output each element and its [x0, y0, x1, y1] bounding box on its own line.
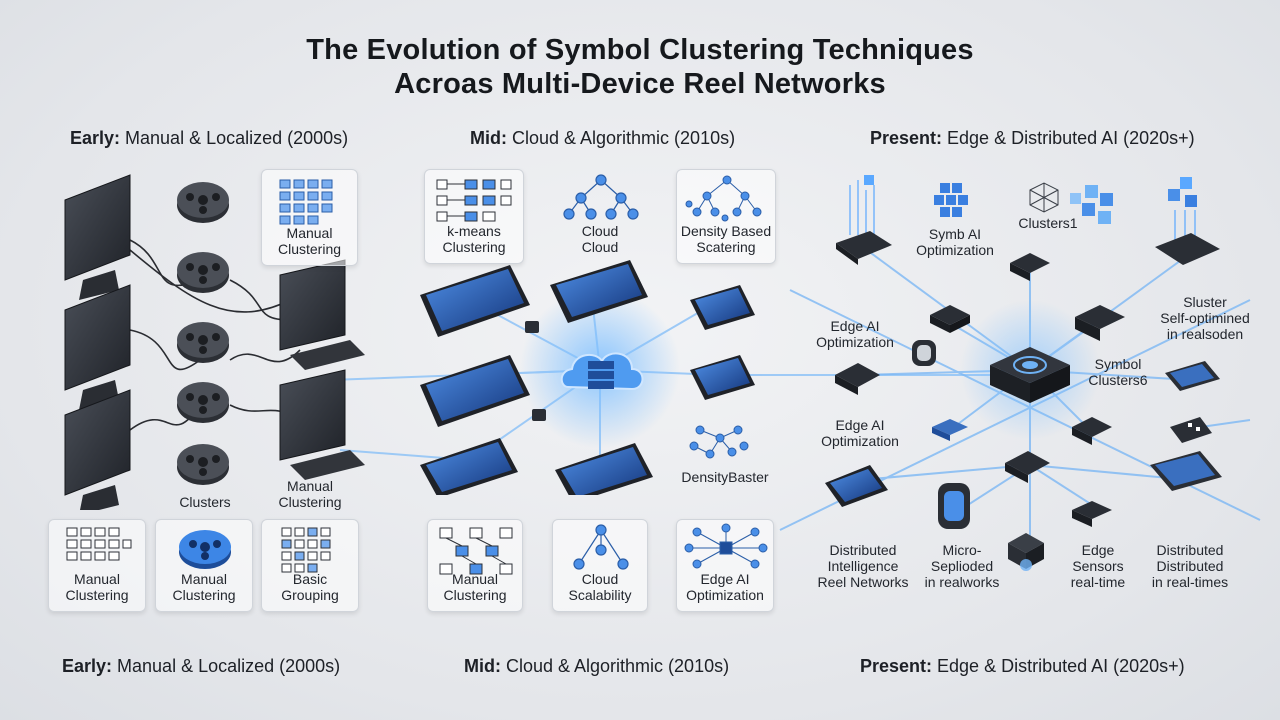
label-clusters: Clusters [179, 494, 231, 510]
monitor-icon [279, 369, 365, 480]
present-devices [825, 175, 1222, 571]
film-reel-icon [177, 444, 229, 485]
phone-icon [690, 355, 755, 400]
sensor-cube-icon [1008, 533, 1044, 571]
era-early-bottom: Early: Manual & Localized (2000s) [62, 656, 341, 676]
wearable-icon [938, 483, 970, 529]
chip-node-icon [1072, 417, 1112, 445]
screen-device-icon [1170, 417, 1212, 443]
chip-node-icon [932, 419, 968, 441]
data-tower-icon [1155, 177, 1220, 265]
tablet-icon [420, 355, 530, 427]
hierarchy-icon [439, 527, 513, 575]
tree-icon [573, 524, 629, 570]
era-mid-top: Mid: Cloud & Algorithmic (2010s) [470, 128, 736, 148]
node-chip-icon [525, 321, 539, 333]
monitor-icon [64, 284, 131, 410]
label-clusters1: Clusters1 [1018, 215, 1078, 231]
chip-node-icon [1005, 451, 1050, 483]
screen-device-icon [1150, 451, 1222, 491]
chip-node-icon [1010, 253, 1050, 281]
monitor-icon [279, 259, 365, 370]
monitor-icon [64, 389, 131, 510]
flow-grid-icon [436, 179, 512, 222]
era-present-top: Present: Edge & Distributed AI (2020s+) [870, 128, 1195, 148]
node-chip-icon [532, 409, 546, 421]
mesh-network-icon [684, 523, 768, 569]
chip-node-icon [835, 363, 880, 395]
early-devices [64, 174, 365, 510]
central-hub-icon [990, 347, 1070, 403]
title-line-2: Acroas Multi-Device Reel Networks [394, 68, 886, 100]
label-densitybaster: DensityBaster [681, 469, 769, 485]
screen-device-icon [1165, 361, 1220, 391]
monitor-icon [64, 174, 131, 300]
title-line-1: The Evolution of Symbol Clustering Techn… [306, 34, 974, 66]
wireframe-cube-icon [1029, 182, 1059, 213]
tablet-icon [825, 465, 888, 507]
glowing-cubes-icon [1070, 185, 1113, 224]
density-tree-icon [685, 175, 762, 222]
chip-node-icon [1072, 501, 1112, 527]
cloud-server-icon [560, 352, 644, 391]
film-reel-icon [177, 182, 229, 223]
grouping-grid-icon [281, 527, 331, 573]
phone-icon [690, 285, 755, 330]
film-reel-icon [177, 322, 229, 363]
chip-node-icon [1075, 305, 1125, 341]
chip-node-icon [930, 305, 970, 333]
density-network-icon [689, 425, 749, 459]
tree-cluster-icon [563, 174, 639, 220]
tablet-icon [420, 265, 530, 337]
tablet-icon [555, 443, 653, 495]
grid-cluster-icon [66, 527, 132, 561]
mid-devices [420, 260, 755, 495]
data-tower-icon [836, 175, 892, 265]
tablet-icon [420, 438, 518, 495]
era-early-top: Early: Manual & Localized (2000s) [70, 128, 349, 148]
cube-cluster-icon [934, 183, 968, 217]
grid-cluster-icon [279, 179, 333, 225]
ring-device-icon [912, 340, 936, 366]
era-present-bottom: Present: Edge & Distributed AI (2020s+) [860, 656, 1185, 676]
tablet-icon [550, 260, 648, 323]
era-mid-bottom: Mid: Cloud & Algorithmic (2010s) [464, 656, 730, 676]
blue-reel-icon [179, 530, 231, 569]
film-reel-icon [177, 382, 229, 423]
film-reel-icon [177, 252, 229, 293]
